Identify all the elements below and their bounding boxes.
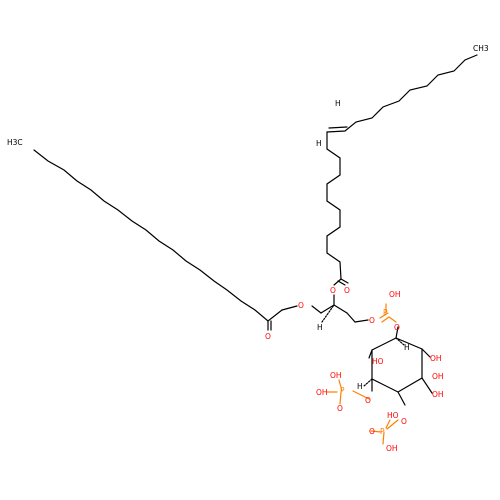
phosphate-2 xyxy=(326,379,370,405)
ring-h-1: H xyxy=(404,343,410,352)
phosphate-link-o: O xyxy=(369,316,375,325)
stearoyl-chain xyxy=(33,149,298,322)
methyl-left-label: H3C xyxy=(7,138,23,147)
p2-oh-1: OH xyxy=(330,371,342,380)
oleoyl-chain xyxy=(326,54,478,286)
phosphorus-2: P xyxy=(340,386,345,395)
ring-oh-2: OH xyxy=(430,354,442,363)
ring-oh-3: OH xyxy=(432,390,444,399)
phosphorus-1: P xyxy=(383,308,388,317)
carbonyl-o-mid: O xyxy=(344,286,350,295)
methyl-top-label: CH3 xyxy=(473,44,489,53)
alkene-h-2: H xyxy=(316,139,322,148)
p3-ho: HO xyxy=(387,411,399,420)
ring-oh-4: OH xyxy=(432,372,444,381)
carbonyl-o-left: O xyxy=(265,332,271,341)
ester-o-left: O xyxy=(298,301,304,310)
ester-left xyxy=(267,304,335,331)
inositol-ring xyxy=(363,326,433,406)
phosphate-1 xyxy=(354,303,397,323)
p2-o-double: O xyxy=(337,404,343,413)
p3-o-double: O xyxy=(369,427,375,436)
ring-ho-1: HO xyxy=(372,357,384,366)
p1-oh: OH xyxy=(389,290,401,299)
alkene-h-1: H xyxy=(335,99,341,108)
p3-o-ring: O xyxy=(401,417,407,426)
glycerol-backbone xyxy=(321,294,356,323)
p2-o-ring: O xyxy=(365,396,371,405)
phosphate-3 xyxy=(370,419,399,445)
p2-oh-2: OH xyxy=(316,388,328,397)
p1-o-ring: O xyxy=(394,323,400,332)
glycerol-stereo-h: H xyxy=(317,323,323,332)
atom-labels: CH3 H3C H H O O O O H O P OH O O HO H OH… xyxy=(7,44,489,453)
phosphorus-3: P xyxy=(380,427,385,436)
ester-o-mid: O xyxy=(330,286,336,295)
ring-h-2: H xyxy=(357,382,363,391)
p3-oh: OH xyxy=(386,444,398,453)
